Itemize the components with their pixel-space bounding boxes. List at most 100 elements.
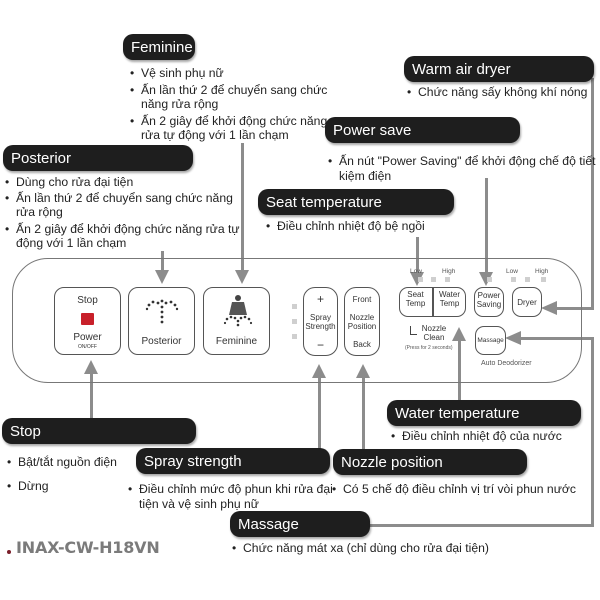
feminine-person-icon xyxy=(223,295,253,327)
label-seat-temperature: Seat temperature xyxy=(258,189,454,215)
label-nozzle-position: Nozzle position xyxy=(333,449,527,475)
massage-button[interactable]: Massage xyxy=(475,326,506,355)
desc-feminine-item: Ấn 2 giây để khởi động chức năng rửa tự … xyxy=(128,114,328,143)
temp-indicator-1 xyxy=(418,277,423,282)
desc-warm-air-dryer: Chức năng sấy không khí nóng xyxy=(405,85,600,100)
power-red-icon xyxy=(81,313,94,325)
nozzle-clean-bracket xyxy=(410,326,417,335)
nozzle-position-button[interactable]: Front Nozzle Position Back xyxy=(344,287,380,356)
temp-low-label: Low xyxy=(410,268,422,275)
power-saving-label-1: Power xyxy=(477,291,501,300)
arrow-stop xyxy=(84,360,98,374)
spray-plus[interactable]: + xyxy=(316,292,324,306)
connector-massage-horizontal xyxy=(521,337,593,340)
label-posterior: Posterior xyxy=(3,145,193,171)
feminine-button[interactable]: Feminine xyxy=(203,287,270,355)
seat-water-divider xyxy=(432,287,434,317)
desc-nozzle-position-item: Có 5 chế độ điều chỉnh vị trí vòi phun n… xyxy=(330,482,600,497)
feminine-button-label: Feminine xyxy=(215,336,258,347)
temp-indicator-3 xyxy=(445,277,450,282)
desc-nozzle-position: Có 5 chế độ điều chỉnh vị trí vòi phun n… xyxy=(330,482,600,497)
connector-stop xyxy=(90,372,93,420)
label-warm-air-dryer: Warm air dryer xyxy=(404,56,594,82)
seat-temp-button[interactable]: Seat Temp xyxy=(399,290,432,308)
power-saving-label-2: Saving xyxy=(476,300,502,309)
arrow-dryer xyxy=(541,301,557,315)
water-temp-label-1: Water xyxy=(438,290,461,299)
desc-feminine-item: Vệ sinh phụ nữ xyxy=(128,66,328,81)
arrow-spray-strength xyxy=(312,364,326,378)
desc-seat-temperature: Điều chỉnh nhiệt độ bệ ngồi xyxy=(264,219,464,234)
desc-power-save: Ấn nút "Power Saving" để khởi động chế đ… xyxy=(326,154,600,183)
dryer-button[interactable]: Dryer xyxy=(512,287,542,317)
desc-water-temperature: Điều chỉnh nhiệt độ của nước xyxy=(389,429,589,444)
dryer-indicator-1 xyxy=(487,277,492,282)
spray-label-2: Strength xyxy=(305,322,336,331)
brand-model: INAX-CW-H18VN xyxy=(16,538,160,557)
nozzle-label-1: Nozzle xyxy=(349,313,375,322)
desc-stop-item: Bật/tắt nguồn điện xyxy=(5,455,145,470)
connector-dryer-horizontal xyxy=(556,307,593,310)
desc-feminine-item: Ấn lần thứ 2 để chuyển sang chức năng rử… xyxy=(128,83,328,112)
desc-posterior-item: Ấn lần thứ 2 để chuyển sang chức năng rử… xyxy=(3,191,248,220)
posterior-button-label: Posterior xyxy=(141,336,182,347)
nozzle-front[interactable]: Front xyxy=(352,295,372,304)
spray-label-1: Spray xyxy=(310,313,331,322)
auto-deodorizer-label: Auto Deodorizer xyxy=(481,360,532,367)
arrow-posterior xyxy=(155,270,169,284)
desc-spray-strength-item: Điều chỉnh mức độ phun khi rửa đại tiện … xyxy=(126,482,336,511)
temp-indicator-2 xyxy=(431,277,436,282)
desc-power-save-item: Ấn nút "Power Saving" để khởi động chế đ… xyxy=(326,154,600,183)
connector-seat-temperature xyxy=(416,237,419,272)
power-label: Power xyxy=(73,332,102,343)
nozzle-back[interactable]: Back xyxy=(353,340,371,349)
dryer-low-label: Low xyxy=(506,268,518,275)
spray-minus[interactable]: − xyxy=(316,338,324,352)
arrow-water-temperature xyxy=(452,327,466,341)
connector-massage-vertical xyxy=(591,337,594,527)
massage-button-label: Massage xyxy=(477,337,504,344)
dryer-indicator-3 xyxy=(525,277,530,282)
label-spray-strength: Spray strength xyxy=(136,448,330,474)
connector-nozzle-position xyxy=(362,377,365,449)
desc-feminine: Vệ sinh phụ nữ Ấn lần thứ 2 để chuyển sa… xyxy=(128,66,328,143)
nozzle-clean-label: Nozzle Clean xyxy=(421,324,447,342)
label-power-save: Power save xyxy=(325,117,520,143)
desc-massage: Chức năng mát xa (chỉ dùng cho rửa đại t… xyxy=(230,541,530,556)
water-temp-button[interactable]: Water Temp xyxy=(433,290,466,308)
control-panel-outline xyxy=(12,258,582,383)
water-temp-label-2: Temp xyxy=(439,299,460,308)
arrow-feminine xyxy=(235,270,249,284)
spray-level-indicator-1 xyxy=(292,304,297,309)
dryer-indicator-4 xyxy=(541,277,546,282)
posterior-spray-icon xyxy=(145,299,179,324)
seat-temp-label-2: Temp xyxy=(405,299,426,308)
posterior-button[interactable]: Posterior xyxy=(128,287,195,355)
stop-power-button[interactable]: Stop Power ON/OFF xyxy=(54,287,121,355)
connector-massage-bottom xyxy=(370,524,593,527)
nozzle-clean-note: (Press for 2 seconds) xyxy=(405,345,453,351)
desc-stop: Bật/tắt nguồn điện Dừng xyxy=(5,455,145,493)
power-saving-button[interactable]: Power Saving xyxy=(474,287,504,317)
desc-posterior: Dùng cho rửa đại tiện Ấn lần thứ 2 để ch… xyxy=(3,175,248,251)
arrow-nozzle-position xyxy=(356,364,370,378)
spray-strength-button[interactable]: + Spray Strength − xyxy=(303,287,338,356)
spray-level-indicator-2 xyxy=(292,319,297,324)
temp-high-label: High xyxy=(442,268,456,275)
connector-power-save xyxy=(485,178,488,272)
desc-massage-item: Chức năng mát xa (chỉ dùng cho rửa đại t… xyxy=(230,541,530,556)
connector-dryer-vertical xyxy=(591,78,594,310)
desc-water-temperature-item: Điều chỉnh nhiệt độ của nước xyxy=(389,429,589,444)
arrow-seat-temperature xyxy=(410,272,424,286)
desc-stop-item: Dừng xyxy=(5,479,145,494)
label-feminine: Feminine xyxy=(123,34,195,60)
stop-label: Stop xyxy=(77,295,98,306)
nozzle-label-2: Position xyxy=(347,322,377,331)
desc-posterior-item: Ấn 2 giây để khởi động chức năng rửa tự … xyxy=(3,222,241,251)
desc-warm-air-dryer-item: Chức năng sấy không khí nóng xyxy=(405,85,600,100)
spray-level-indicator-3 xyxy=(292,334,297,339)
label-massage: Massage xyxy=(230,511,370,537)
connector-spray-strength xyxy=(318,377,321,449)
desc-seat-temperature-item: Điều chỉnh nhiệt độ bệ ngồi xyxy=(264,219,464,234)
desc-posterior-item: Dùng cho rửa đại tiện xyxy=(3,175,248,190)
